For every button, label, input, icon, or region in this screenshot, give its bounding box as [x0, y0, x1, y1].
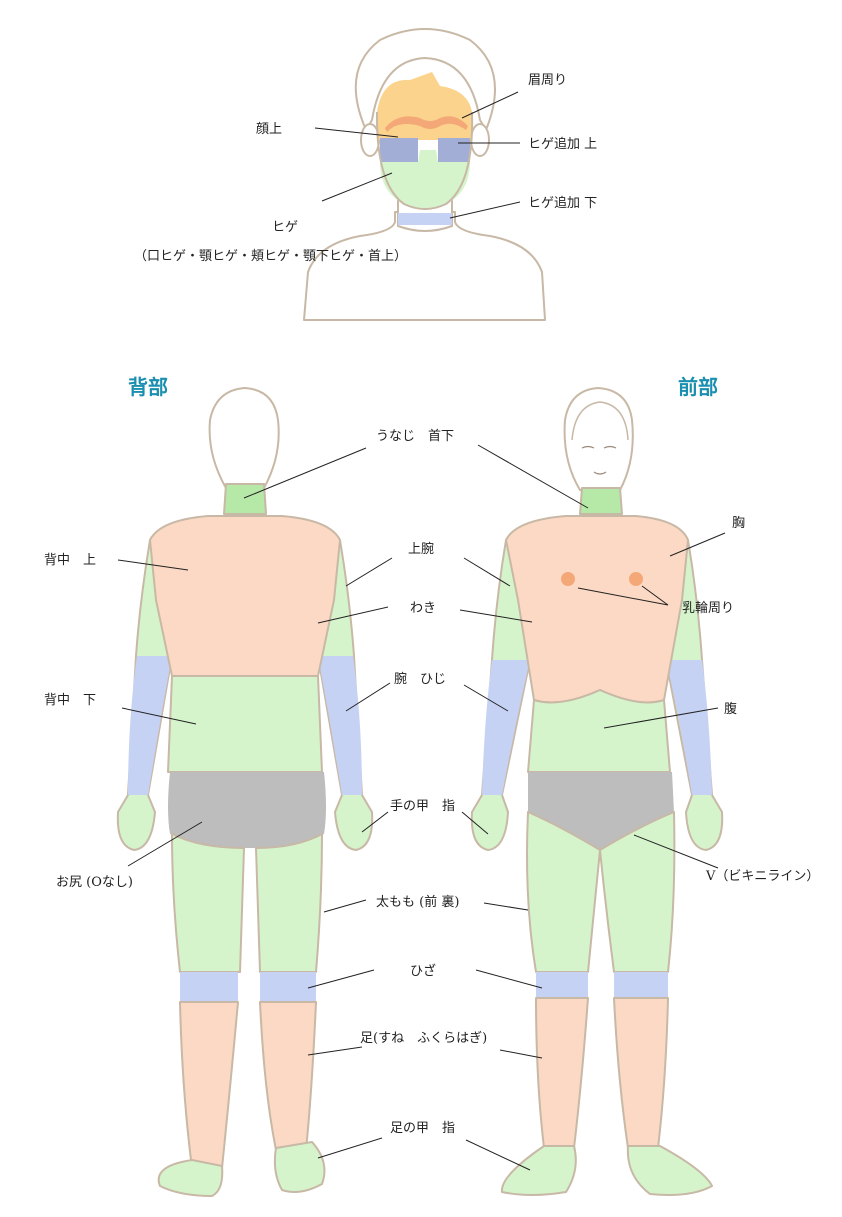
- back-foot-right: [273, 1141, 326, 1193]
- front-figure: [470, 387, 724, 1196]
- back-forearm-left: [128, 656, 172, 795]
- head-figure-shoulders: [303, 211, 546, 321]
- label-brow: 眉周り: [528, 73, 567, 88]
- heading-back: 背部: [128, 375, 168, 399]
- front-face-eyes: [581, 445, 617, 475]
- head-figure-ear-right: [470, 123, 490, 157]
- label-knee: ひざ: [410, 963, 436, 979]
- head-figure-face-outline: [375, 111, 474, 210]
- beard-upper-zone: [380, 138, 470, 162]
- beard-lower-zone: [398, 213, 452, 225]
- label-belly: 腹: [724, 701, 737, 717]
- front-forearm-left: [482, 660, 530, 795]
- front-areola-right: [629, 572, 643, 586]
- front-chest-zone: [505, 515, 689, 704]
- label-beard-upper: ヒゲ追加 上: [528, 136, 597, 152]
- leader-lines: [117, 91, 726, 1171]
- back-foot-left: [157, 1159, 224, 1197]
- label-vline: V（ビキニライン）: [705, 869, 819, 884]
- front-vline-zone: [528, 772, 674, 850]
- front-knee-right: [614, 972, 668, 998]
- front-foot-right: [626, 1145, 713, 1196]
- back-buttocks-zone: [168, 772, 326, 848]
- head-figure-hair: [354, 28, 496, 131]
- front-foot-left: [500, 1145, 577, 1196]
- beard-zone: [380, 150, 470, 208]
- front-belly-zone: [527, 689, 671, 773]
- back-thigh-right: [255, 833, 323, 973]
- back-leg-right: [259, 1001, 317, 1151]
- front-leg-right: [613, 997, 669, 1149]
- back-knee-left: [180, 972, 238, 1002]
- label-beard-detail: （口ヒゲ・顎ヒゲ・頬ヒゲ・顎下ヒゲ・首上）: [134, 249, 407, 264]
- brow-zone: [385, 116, 468, 132]
- front-forearm-right: [666, 660, 712, 795]
- back-forearm-right: [318, 656, 362, 795]
- label-beard: ヒゲ: [272, 220, 298, 235]
- front-hair-line: [571, 401, 629, 441]
- label-forearm: 腕 ひじ: [394, 671, 446, 687]
- back-nape-zone: [223, 483, 267, 515]
- label-back-upper: 背中 上: [44, 553, 96, 568]
- label-upper-arm: 上腕: [408, 541, 434, 557]
- label-nape: うなじ 首下: [376, 429, 454, 444]
- back-upper-zone: [149, 515, 341, 677]
- label-armpit: わき: [410, 601, 436, 616]
- front-head: [563, 387, 634, 491]
- front-leg-left: [535, 997, 589, 1149]
- label-back-lower: 背中 下: [44, 693, 96, 708]
- head-figure: [303, 28, 546, 321]
- face-upper-zone: [377, 72, 472, 140]
- label-beard-lower: ヒゲ追加 下: [528, 195, 597, 211]
- label-hand: 手の甲 指: [390, 799, 455, 814]
- front-knee-left: [536, 972, 588, 998]
- back-leg-left: [179, 1001, 239, 1169]
- label-thigh: 太もも (前 裏): [376, 894, 459, 910]
- front-thigh-left: [526, 811, 601, 973]
- back-head: [208, 387, 280, 489]
- back-figure: [116, 387, 374, 1197]
- back-thigh-left: [171, 833, 245, 973]
- back-lower-zone: [167, 675, 323, 773]
- label-leg: 足(すね ふくらはぎ): [360, 1031, 487, 1046]
- back-knee-right: [260, 972, 316, 1002]
- heading-front: 前部: [678, 375, 718, 399]
- label-areola: 乳輪周り: [682, 600, 734, 616]
- front-thigh-right: [599, 811, 676, 973]
- label-buttocks: お尻 (Oなし): [56, 875, 133, 890]
- front-areola-left: [561, 572, 575, 586]
- front-neck-zone: [579, 487, 623, 515]
- label-chest: 胸: [732, 516, 745, 531]
- label-face-upper: 顔上: [256, 122, 282, 137]
- label-foot: 足の甲 指: [390, 1121, 455, 1136]
